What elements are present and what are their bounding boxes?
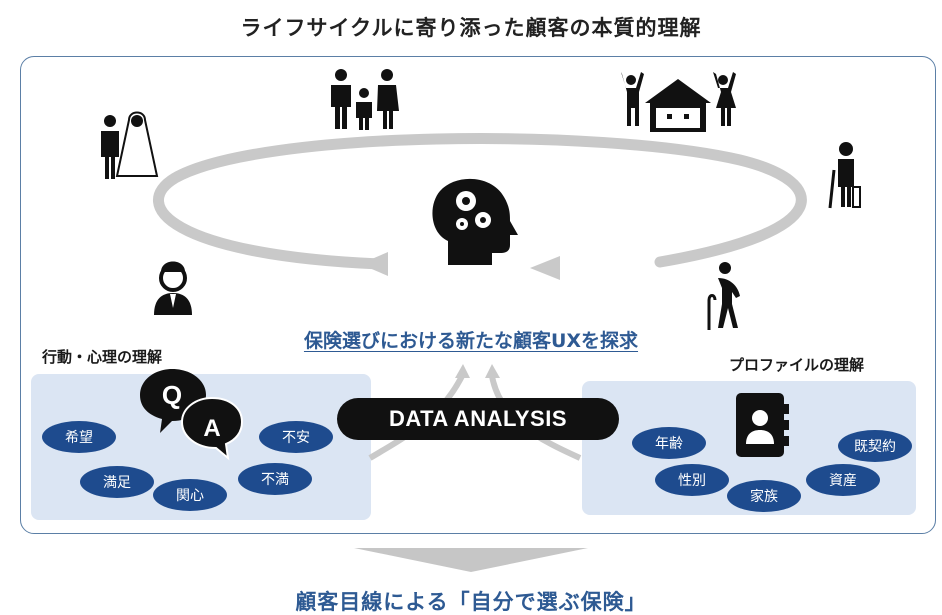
elderly-person-icon (707, 262, 740, 330)
data-analysis-badge: DATA ANALYSIS (337, 398, 619, 440)
wedding-couple-icon (101, 111, 159, 179)
a-letter: A (203, 415, 220, 442)
chip-assets: 資産 (806, 464, 880, 496)
cycle-arc (153, 133, 807, 270)
chip-family: 家族 (727, 480, 801, 512)
cycle-arrowhead-right (530, 256, 560, 280)
chip-age: 年齢 (632, 427, 706, 459)
contact-book-icon (736, 393, 789, 457)
chip-satisfaction: 満足 (80, 466, 154, 498)
center-goal-text[interactable]: 保険選びにおける新たな顧客UXを探求 (0, 326, 942, 353)
bottom-arrow (354, 548, 588, 572)
house-family-icon (621, 72, 736, 132)
cycle-arrowhead-left (360, 252, 388, 276)
up-arrowhead-left (455, 364, 470, 378)
head-gears-icon (432, 178, 518, 265)
behavior-label: 行動・心理の理解 (42, 348, 163, 366)
lifecycle-cycle (153, 133, 807, 270)
chip-gender: 性別 (655, 464, 729, 496)
chip-hope: 希望 (42, 421, 116, 453)
businessman-icon (154, 261, 192, 315)
chip-existing-contract: 既契約 (838, 430, 912, 462)
crutch-person-icon (828, 142, 861, 209)
chip-dissatisfaction: 不満 (238, 463, 312, 495)
family-icon (331, 69, 399, 130)
chip-anxiety: 不安 (259, 421, 333, 453)
up-arrowhead-right (485, 364, 500, 378)
center-goal-link: 保険選びにおける新たな顧客UXを探求 (303, 330, 639, 352)
chip-interest: 関心 (153, 479, 227, 511)
qa-bubbles-icon (140, 369, 244, 461)
q-letter: Q (162, 380, 182, 410)
bottom-conclusion: 顧客目線による「自分で選ぶ保険」 (295, 590, 647, 614)
profile-label: プロファイルの理解 (729, 356, 865, 374)
page-title: ライフサイクルに寄り添った顧客の本質的理解 (240, 16, 702, 40)
